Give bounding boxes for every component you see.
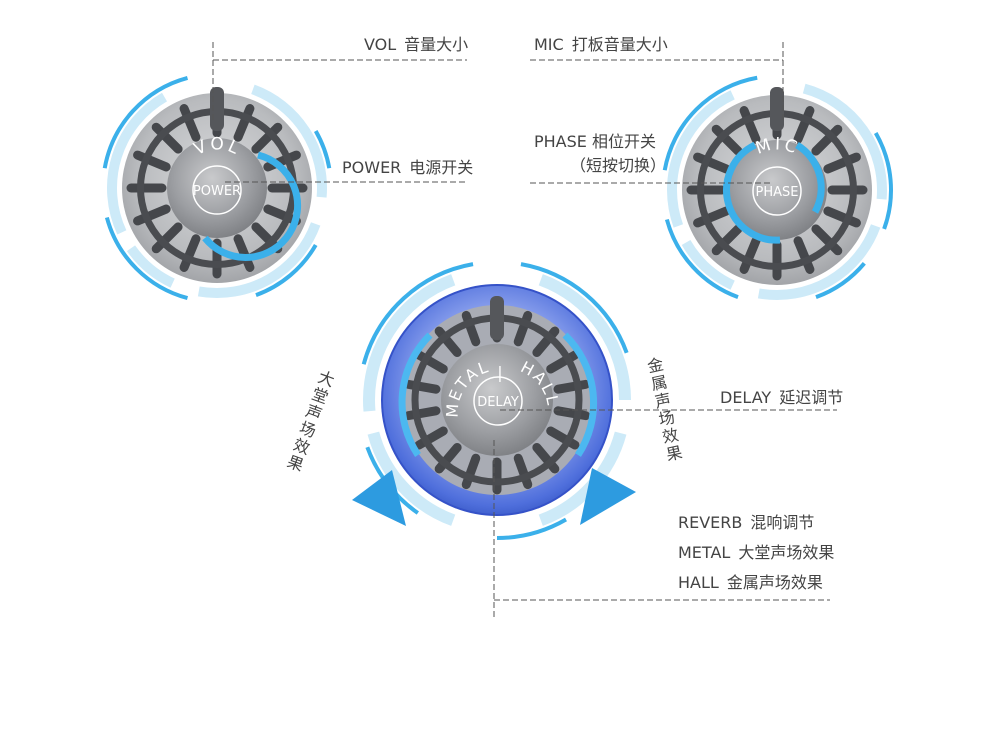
vol-callout-zh: 音量大小	[404, 35, 469, 54]
mic-pointer-icon	[770, 87, 784, 131]
delay-callout: DELAY 延迟调节	[720, 384, 843, 408]
mic-ring-segment	[664, 218, 739, 300]
vol-callout: VOL 音量大小	[364, 31, 468, 55]
metal-callout-en: METAL	[678, 543, 731, 562]
vol-level-arc	[202, 151, 302, 261]
phase-callout-line2: （短按切换）	[570, 156, 667, 175]
vol-outer-ring	[102, 75, 332, 301]
delay-callout-en: DELAY	[720, 388, 772, 407]
vol-rib	[133, 204, 171, 226]
reverb-ring-segment	[520, 262, 629, 354]
mic-level-arc-right	[795, 142, 825, 214]
vol-rib	[233, 234, 255, 272]
vol-rib	[251, 122, 283, 154]
mic-rib	[739, 236, 761, 274]
mic-rib	[811, 224, 843, 256]
mic-callout-en: MIC	[534, 35, 564, 54]
mic-rib	[739, 106, 761, 144]
reverb-callout-en: REVERB	[678, 513, 743, 532]
delay-button-label[interactable]: DELAY	[477, 395, 519, 410]
power-button-label[interactable]: POWER	[193, 184, 241, 199]
vol-rib	[263, 204, 301, 226]
reverb-ring-segment	[538, 274, 631, 401]
reverb-callout: REVERB 混响调节	[678, 509, 814, 533]
vol-ring-segment	[102, 75, 189, 169]
mic-phase-knob[interactable]: MIC PHASE	[662, 75, 893, 300]
power-callout-zh: 电源开关	[409, 158, 474, 177]
mic-ring-segment	[802, 83, 887, 200]
vol-ring-segment	[255, 243, 318, 298]
vol-ring-segment	[251, 84, 327, 198]
left-rotation-arrow-icon	[352, 470, 406, 526]
vol-rib	[179, 234, 201, 272]
vol-ring-segment	[104, 216, 189, 301]
knob-divider-mark: |	[497, 363, 502, 382]
mic-rib	[793, 106, 815, 144]
metal-callout-zh: 大堂声场效果	[738, 543, 835, 562]
reverb-pointer-icon	[490, 296, 504, 340]
mic-rib	[793, 236, 815, 274]
vol-rib	[233, 104, 255, 142]
reverb-ring-segment	[363, 274, 456, 412]
mic-callout: MIC 打板音量大小	[534, 31, 668, 55]
mic-ring-segment	[757, 224, 881, 300]
vol-ring-segment	[313, 130, 332, 169]
mic-rib	[711, 124, 743, 156]
vol-ring-segment	[197, 222, 321, 298]
vol-ring-segment	[126, 245, 175, 288]
delay-button-ring[interactable]	[473, 376, 523, 426]
leader-lines	[212, 42, 837, 620]
vol-rib	[179, 104, 201, 142]
mic-callout-zh: 打板音量大小	[571, 35, 668, 54]
mic-ring-segment	[873, 132, 893, 230]
power-button-ring[interactable]	[192, 165, 242, 215]
reverb-callout-zh: 混响调节	[750, 513, 815, 532]
vol-knob-hub	[167, 138, 267, 238]
power-callout: POWER 电源开关	[342, 154, 473, 178]
vol-ring-segment	[107, 92, 168, 235]
mic-rib	[711, 224, 743, 256]
mic-rib	[811, 124, 843, 156]
mic-rib	[693, 152, 731, 174]
mic-ring-segment	[662, 75, 758, 171]
mic-ring-segment	[815, 261, 866, 300]
phase-button-label[interactable]: PHASE	[756, 185, 799, 200]
mic-outer-ring	[662, 75, 893, 300]
hall-glow-arc	[562, 332, 598, 457]
mic-rib	[823, 152, 861, 174]
reverb-ring-segment	[367, 431, 456, 526]
reverb-knob-hub	[441, 344, 553, 456]
hall-callout-en: HALL	[678, 573, 719, 592]
mic-rib	[823, 206, 861, 228]
vol-pointer-icon	[210, 87, 224, 131]
mic-rib	[693, 206, 731, 228]
vol-rib	[151, 122, 183, 154]
right-rotation-arrow-icon	[580, 468, 636, 525]
power-callout-en: POWER	[342, 158, 402, 177]
hall-callout-zh: 金属声场效果	[726, 573, 823, 592]
mic-ring-segment	[667, 90, 735, 228]
mic-level-arc-left	[723, 141, 781, 244]
vol-callout-en: VOL	[364, 35, 397, 54]
phase-callout-line1: PHASE 相位开关	[534, 132, 656, 151]
vol-power-knob[interactable]: VOL POWER	[102, 75, 332, 301]
vol-rib	[133, 150, 171, 172]
hall-callout: HALL 金属声场效果	[678, 569, 823, 593]
vol-rib	[151, 222, 183, 254]
metal-callout: METAL 大堂声场效果	[678, 539, 834, 563]
metal-glow-arc	[398, 332, 433, 457]
phase-button-ring[interactable]	[752, 166, 802, 216]
delay-callout-zh: 延迟调节	[779, 388, 844, 407]
mic-knob-hub	[727, 140, 827, 240]
reverb-ring-segment	[361, 262, 474, 365]
mic-ring-segment	[681, 239, 735, 290]
reverb-delay-knob[interactable]: METAL HALL | DELAY	[361, 262, 631, 540]
reverb-ring-segment	[496, 517, 567, 540]
